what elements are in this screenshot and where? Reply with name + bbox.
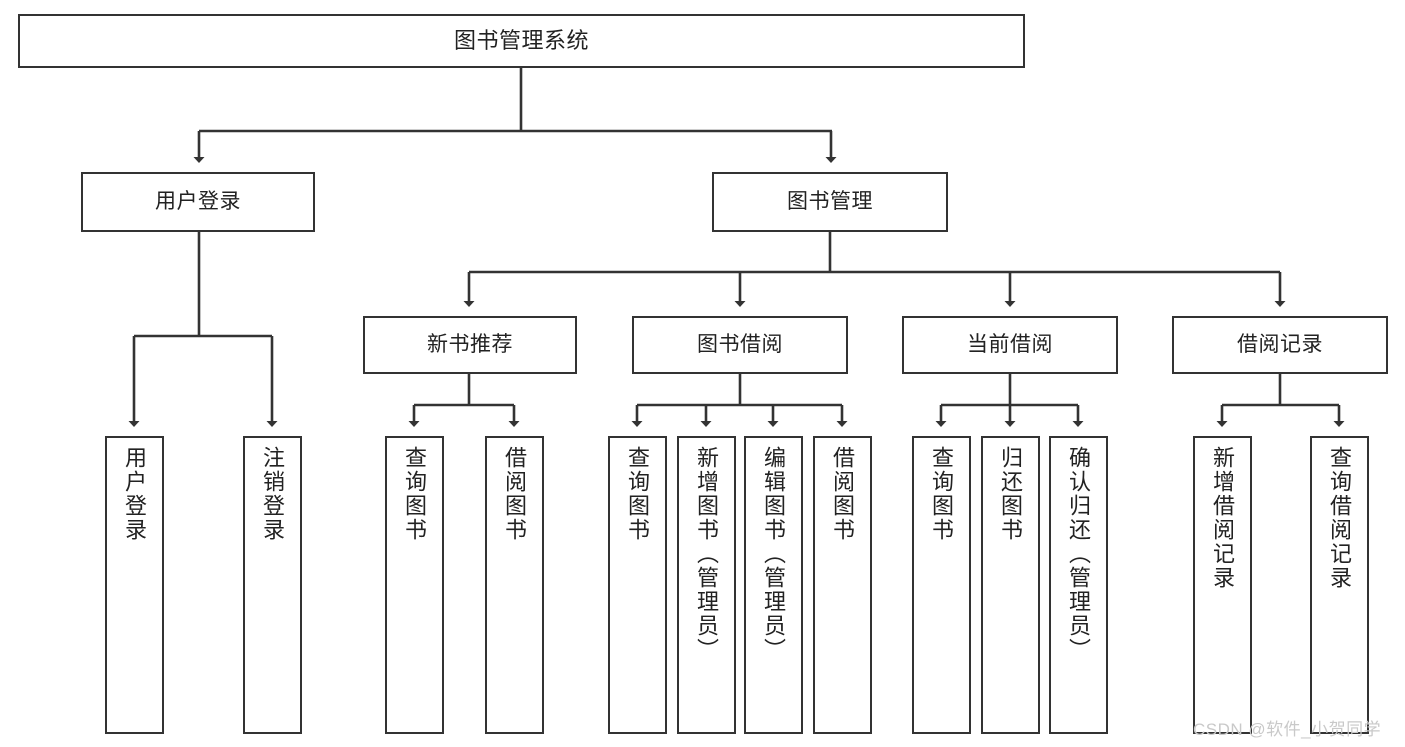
node-label: 借阅图书 bbox=[830, 446, 856, 542]
csdn-watermark: CSDN @软件_小贺同学 bbox=[1193, 720, 1382, 739]
node-label: 借阅图书 bbox=[502, 446, 528, 542]
leaf-user-logout[interactable]: 注销登录 bbox=[243, 436, 302, 734]
node-label: 新增图书（管理员） bbox=[694, 446, 720, 662]
node-label: 借阅记录 bbox=[1237, 333, 1323, 357]
node-label: 新书推荐 bbox=[427, 333, 513, 357]
node-borrowing-records[interactable]: 借阅记录 bbox=[1172, 316, 1388, 374]
node-label: 确认归还（管理员） bbox=[1066, 446, 1092, 662]
node-label: 新增借阅记录 bbox=[1210, 446, 1236, 590]
node-label: 查询图书 bbox=[625, 446, 651, 542]
node-book-management-system[interactable]: 图书管理系统 bbox=[18, 14, 1025, 68]
leaf-query-book-recommendation[interactable]: 查询图书 bbox=[385, 436, 444, 734]
leaf-borrow-book-recommendation[interactable]: 借阅图书 bbox=[485, 436, 544, 734]
node-label: 图书管理 bbox=[787, 190, 873, 214]
leaf-edit-book-admin[interactable]: 编辑图书（管理员） bbox=[744, 436, 803, 734]
node-label: 图书管理系统 bbox=[453, 27, 589, 53]
leaf-user-login[interactable]: 用户登录 bbox=[105, 436, 164, 734]
node-label: 用户登录 bbox=[122, 446, 148, 542]
node-label: 查询图书 bbox=[929, 446, 955, 542]
leaf-add-book-admin[interactable]: 新增图书（管理员） bbox=[677, 436, 736, 734]
leaf-add-borrowing-record[interactable]: 新增借阅记录 bbox=[1193, 436, 1252, 734]
node-book-borrowing[interactable]: 图书借阅 bbox=[632, 316, 848, 374]
node-label: 用户登录 bbox=[155, 190, 241, 214]
leaf-query-book-current[interactable]: 查询图书 bbox=[912, 436, 971, 734]
node-label: 查询图书 bbox=[402, 446, 428, 542]
leaf-borrow-book-borrowing[interactable]: 借阅图书 bbox=[813, 436, 872, 734]
node-new-book-recommendation[interactable]: 新书推荐 bbox=[363, 316, 577, 374]
leaf-query-book-borrowing[interactable]: 查询图书 bbox=[608, 436, 667, 734]
node-label: 编辑图书（管理员） bbox=[761, 446, 787, 662]
node-book-management[interactable]: 图书管理 bbox=[712, 172, 948, 232]
node-label: 查询借阅记录 bbox=[1327, 446, 1353, 590]
node-label: 归还图书 bbox=[998, 446, 1024, 542]
leaf-query-borrowing-record[interactable]: 查询借阅记录 bbox=[1310, 436, 1369, 734]
node-label: 图书借阅 bbox=[697, 333, 783, 357]
node-current-borrowing[interactable]: 当前借阅 bbox=[902, 316, 1118, 374]
node-label: 当前借阅 bbox=[967, 333, 1053, 357]
node-user-login[interactable]: 用户登录 bbox=[81, 172, 315, 232]
leaf-return-book[interactable]: 归还图书 bbox=[981, 436, 1040, 734]
node-label: 注销登录 bbox=[260, 446, 286, 542]
leaf-confirm-return-admin[interactable]: 确认归还（管理员） bbox=[1049, 436, 1108, 734]
